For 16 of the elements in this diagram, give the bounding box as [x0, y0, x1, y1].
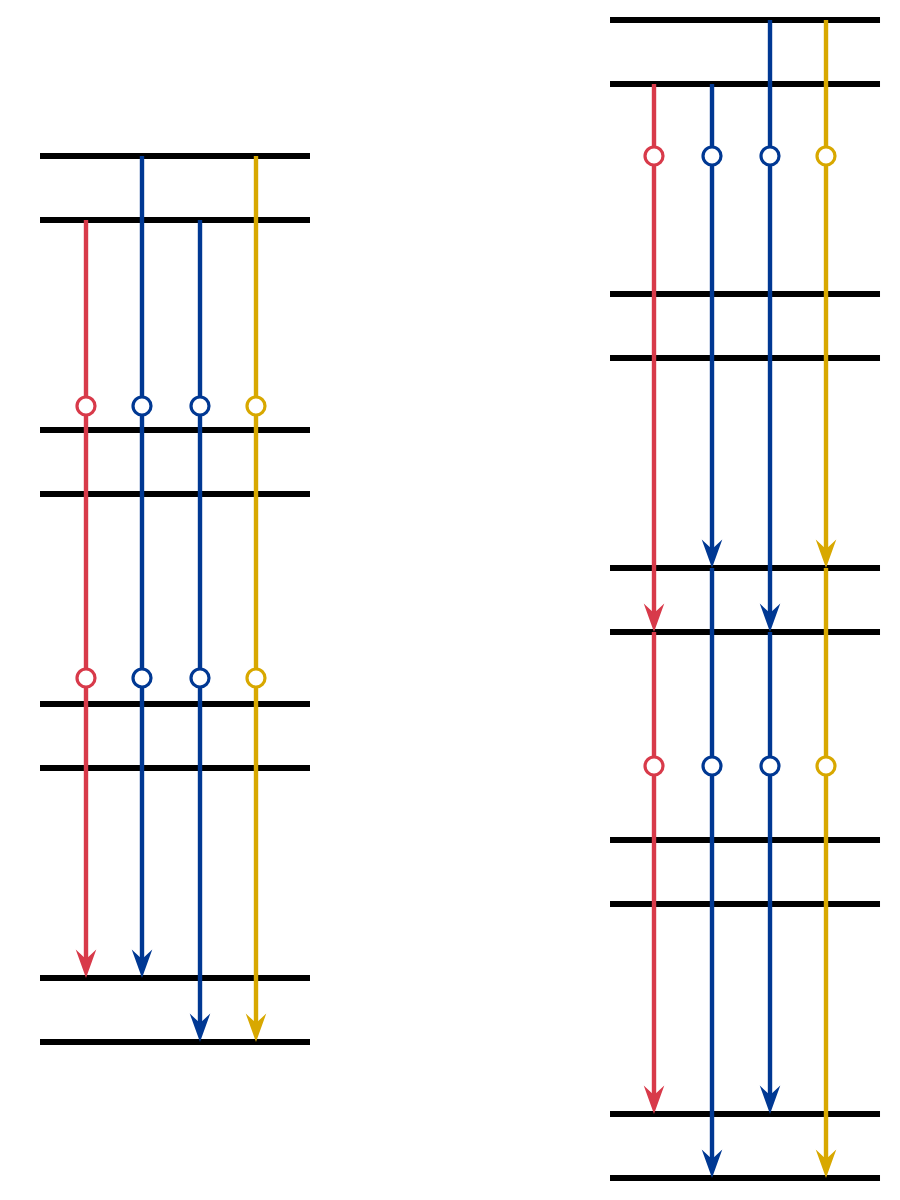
level-line [40, 765, 310, 771]
level-line [40, 153, 310, 159]
level-line [610, 1111, 880, 1117]
level-line [610, 81, 880, 87]
level-line [610, 837, 880, 843]
level-line [40, 975, 310, 981]
level-line [40, 427, 310, 433]
level-line [40, 217, 310, 223]
level-line [40, 1039, 310, 1045]
level-line [610, 629, 880, 635]
level-line [610, 291, 880, 297]
level-line [610, 565, 880, 571]
level-line [610, 355, 880, 361]
level-line [610, 17, 880, 23]
level-line [610, 1175, 880, 1181]
level-line [610, 901, 880, 907]
